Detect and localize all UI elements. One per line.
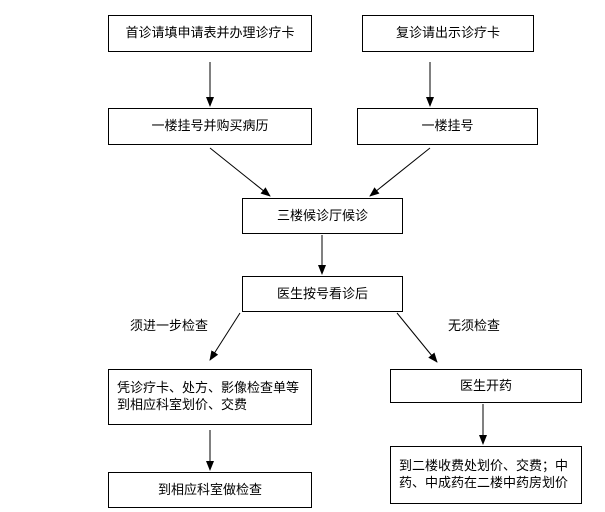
node-return-visit: 复诊请出示诊疗卡 [362, 15, 534, 52]
node-doctor-consult: 医生按号看诊后 [242, 276, 403, 312]
node-waiting-hall: 三楼候诊厅候诊 [242, 198, 403, 234]
node-doctor-consult-label: 医生按号看诊后 [276, 286, 368, 302]
arrow-reg-to-wait [369, 147, 431, 197]
node-card-pay: 凭诊疗卡、处方、影像检查单等 到相应科室划价、交费 [108, 369, 312, 425]
node-pay-pharmacy-line2: 药、中成药在二楼中药房划价 [399, 476, 569, 491]
edge-label-need-exam: 须进一步检查 [130, 319, 209, 334]
node-register-buy: 一楼挂号并购买病历 [108, 108, 312, 145]
node-pay-pharmacy: 到二楼收费处划价、交费；中 药、中成药在二楼中药房划价 [390, 446, 582, 504]
node-department-exam: 到相应科室做检查 [108, 472, 312, 508]
arrow-reg-buy-to-wait [209, 147, 271, 197]
arrow-doctor-to-prescribe [396, 312, 438, 363]
arrow-doctor-to-card [209, 312, 241, 361]
node-first-visit: 首诊请填申请表并办理诊疗卡 [108, 15, 312, 52]
node-register: 一楼挂号 [357, 108, 538, 145]
node-department-exam-label: 到相应科室做检查 [157, 482, 262, 498]
node-return-visit-label: 复诊请出示诊疗卡 [395, 26, 500, 41]
node-prescribe-label: 医生开药 [459, 378, 512, 394]
edge-label-no-exam: 无须检查 [448, 319, 501, 334]
node-register-buy-label: 一楼挂号并购买病历 [151, 119, 269, 134]
node-pay-pharmacy-line1: 到二楼收费处划价、交费；中 [399, 459, 569, 474]
node-prescribe: 医生开药 [390, 369, 582, 403]
node-first-visit-label: 首诊请填申请表并办理诊疗卡 [125, 26, 295, 41]
node-register-label: 一楼挂号 [421, 119, 474, 134]
node-card-pay-line2: 到相应科室划价、交费 [117, 398, 248, 413]
node-waiting-hall-label: 三楼候诊厅候诊 [276, 208, 368, 224]
node-card-pay-line1: 凭诊疗卡、处方、影像检查单等 [117, 381, 300, 396]
